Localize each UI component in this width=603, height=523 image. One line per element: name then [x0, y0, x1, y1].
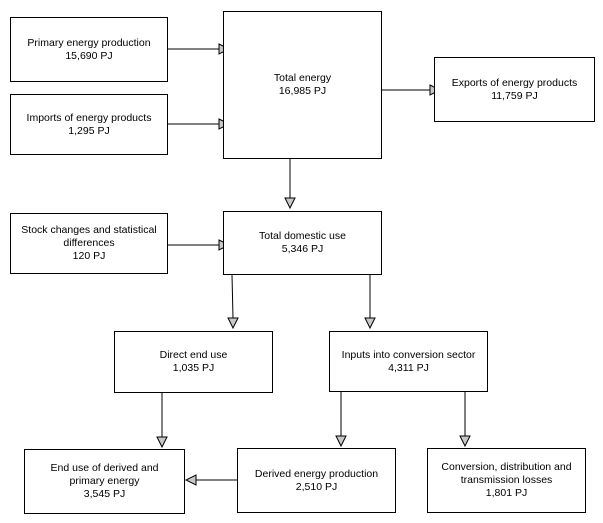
node-label: Total energy	[273, 72, 332, 84]
edge-stock-changes-to-domestic-use	[168, 239, 231, 251]
node-label: Direct end use	[159, 349, 228, 361]
edge-imports-to-total-energy	[168, 118, 231, 130]
node-label: End use of derived and primary energy	[50, 462, 159, 487]
node-label: Imports of energy products	[26, 111, 152, 124]
node-value: 4,311 PJ	[388, 361, 429, 374]
node-value: 1,801 PJ	[485, 487, 528, 499]
node-end-use-of-derived-and-primary-energy[interactable]: End use of derived and primary energy 3,…	[24, 449, 185, 514]
node-value: 1,035 PJ	[172, 362, 215, 374]
node-label: Conversion, distribution and transmissio…	[441, 461, 572, 486]
node-value: 16,985 PJ	[278, 85, 327, 97]
node-label: Stock changes and statistical difference…	[21, 224, 157, 249]
edge-total-energy-to-exports	[382, 84, 442, 96]
edge-domestic-use-to-direct-end-use	[227, 274, 239, 330]
node-direct-end-use[interactable]: Direct end use 1,035 PJ	[114, 331, 273, 393]
node-label: Derived energy production	[254, 467, 379, 480]
node-label: Primary energy production	[27, 36, 151, 49]
node-value: 3,545 PJ	[83, 488, 126, 500]
edge-derived-production-to-end-use	[184, 474, 237, 486]
node-label: Total domestic use	[259, 230, 346, 242]
node-conversion-distribution-and-transmission-losses[interactable]: Conversion, distribution and transmissio…	[427, 448, 586, 513]
edge-total-energy-to-domestic-use	[284, 159, 296, 210]
node-primary-energy-production[interactable]: Primary energy production 15,690 PJ	[10, 17, 168, 82]
node-derived-energy-production[interactable]: Derived energy production 2,510 PJ	[237, 448, 396, 513]
node-inputs-into-conversion-sector[interactable]: Inputs into conversion sector 4,311 PJ	[329, 331, 488, 392]
node-value: 15,690 PJ	[65, 49, 113, 62]
node-label: Inputs into conversion sector	[341, 348, 476, 361]
node-value: 1,295 PJ	[68, 124, 110, 137]
edge-conversion-inputs-to-losses	[459, 392, 471, 448]
node-value: 120 PJ	[72, 250, 106, 262]
node-imports-of-energy-products[interactable]: Imports of energy products 1,295 PJ	[10, 94, 168, 155]
edge-primary-to-total-energy	[168, 43, 231, 55]
node-stock-changes-and-statistical-differences[interactable]: Stock changes and statistical difference…	[10, 213, 168, 274]
node-value: 11,759 PJ	[491, 89, 538, 102]
node-value: 2,510 PJ	[295, 480, 338, 493]
node-label: Exports of energy products	[451, 76, 578, 89]
node-value: 5,346 PJ	[281, 243, 324, 255]
edge-direct-end-use-to-end-use	[156, 393, 168, 449]
node-total-energy[interactable]: Total energy 16,985 PJ	[223, 11, 382, 159]
node-exports-of-energy-products[interactable]: Exports of energy products 11,759 PJ	[434, 57, 595, 122]
edge-conversion-inputs-to-derived-production	[335, 392, 347, 448]
node-total-domestic-use[interactable]: Total domestic use 5,346 PJ	[223, 211, 382, 275]
edge-domestic-use-to-conversion-inputs	[364, 275, 376, 330]
